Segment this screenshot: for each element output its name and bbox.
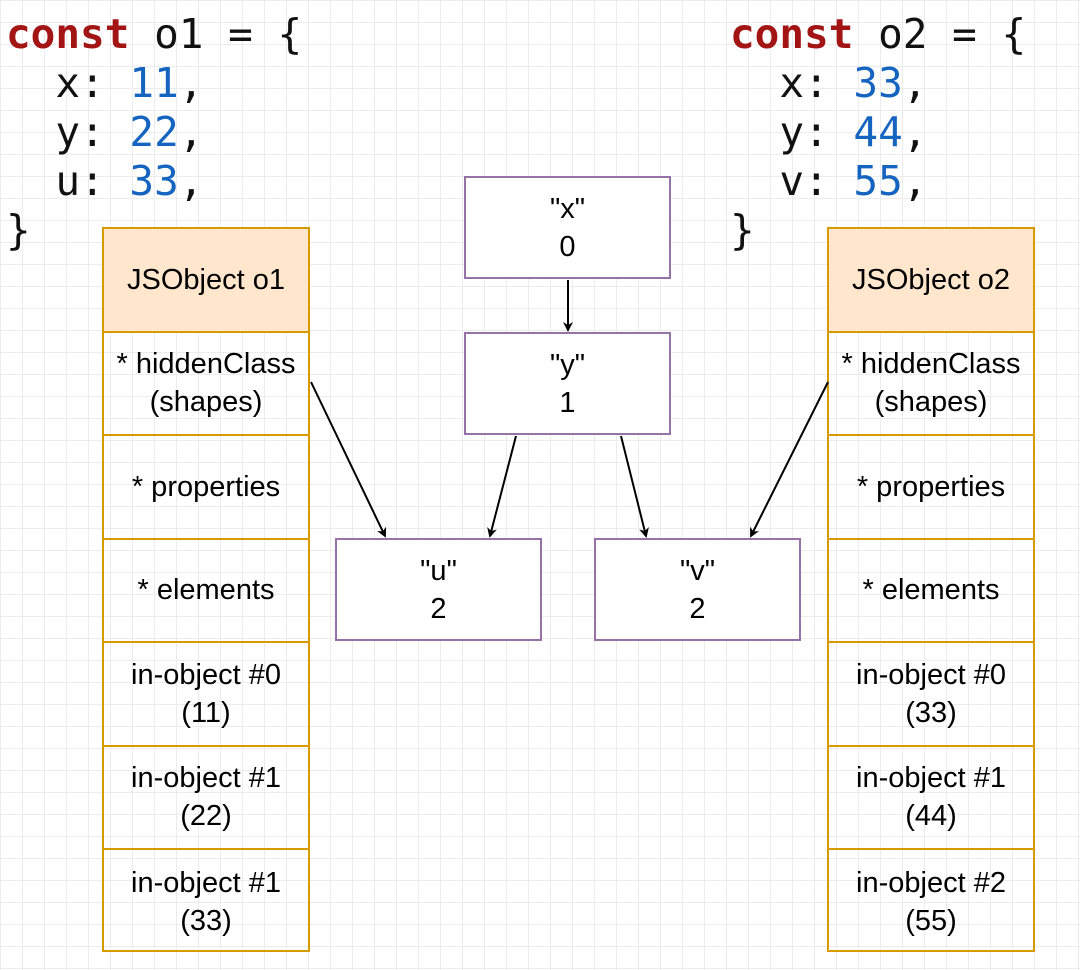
hidden-class-cell: * hiddenClass (shapes) bbox=[829, 333, 1033, 436]
jsobject-o2: JSObject o2 * hiddenClass (shapes) * prop… bbox=[827, 227, 1035, 952]
elements-cell: * elements bbox=[104, 540, 308, 643]
properties-cell: * properties bbox=[829, 436, 1033, 540]
hidden-class-cell: * hiddenClass (shapes) bbox=[104, 333, 308, 436]
code-number: 33 bbox=[129, 157, 179, 205]
in-object-slot: in-object #1 (44) bbox=[829, 747, 1033, 850]
slot-value: (44) bbox=[905, 800, 957, 833]
arrow-o2-hiddenclass-to-v bbox=[750, 381, 829, 538]
slot-value: (22) bbox=[180, 800, 232, 833]
code-number: 44 bbox=[853, 108, 903, 156]
code-line: x: 33, bbox=[730, 59, 1026, 108]
slot-label: in-object #2 bbox=[856, 866, 1006, 899]
code-keyword: const bbox=[6, 10, 130, 58]
shape-node-y: "y" 1 bbox=[464, 332, 671, 435]
code-line: const o1 = { bbox=[6, 10, 302, 59]
code-number: 55 bbox=[853, 157, 903, 205]
shape-offset: 2 bbox=[430, 592, 447, 625]
code-key: x: bbox=[730, 59, 854, 107]
shape-name: "y" bbox=[549, 348, 586, 381]
code-number: 22 bbox=[129, 108, 179, 156]
in-object-slot: in-object #0 (11) bbox=[104, 643, 308, 747]
code-comma: , bbox=[178, 59, 204, 107]
code-key: u: bbox=[6, 157, 130, 205]
jsobject-o1: JSObject o1 * hiddenClass (shapes) * prop… bbox=[102, 227, 310, 952]
jsobject-title: JSObject o2 bbox=[852, 263, 1010, 296]
arrow-o1-hiddenclass-to-u bbox=[310, 381, 387, 538]
in-object-slot: in-object #0 (33) bbox=[829, 643, 1033, 747]
elements-cell: * elements bbox=[829, 540, 1033, 643]
code-number: 33 bbox=[853, 59, 903, 107]
elements-label: * elements bbox=[137, 574, 275, 607]
shape-name: "v" bbox=[679, 554, 716, 587]
code-key: y: bbox=[6, 108, 130, 156]
slot-label: in-object #1 bbox=[131, 762, 281, 795]
code-o2: const o2 = { x: 33, y: 44, v: 55,} bbox=[730, 10, 1026, 255]
slot-label: in-object #0 bbox=[856, 658, 1006, 691]
code-comma: , bbox=[902, 157, 928, 205]
jsobject-title: JSObject o1 bbox=[127, 263, 285, 296]
shape-node-v: "v" 2 bbox=[594, 538, 801, 641]
code-line: } bbox=[6, 206, 302, 255]
properties-label: * properties bbox=[856, 470, 1006, 503]
in-object-slot: in-object #1 (33) bbox=[104, 850, 308, 954]
arrow-y-to-u bbox=[487, 435, 517, 538]
hidden-class-sub: (shapes) bbox=[149, 386, 263, 419]
arrow-y-to-v bbox=[620, 435, 649, 538]
slot-value: (33) bbox=[180, 904, 232, 937]
code-line: } bbox=[730, 206, 1026, 255]
code-comma: , bbox=[178, 157, 204, 205]
shape-name: "x" bbox=[549, 192, 586, 225]
slot-value: (33) bbox=[905, 696, 957, 729]
code-close-brace: } bbox=[6, 206, 31, 254]
slot-label: in-object #0 bbox=[131, 658, 281, 691]
code-o1: const o1 = { x: 11, y: 22, u: 33,} bbox=[6, 10, 302, 255]
jsobject-o1-header: JSObject o1 bbox=[104, 229, 308, 333]
in-object-slot: in-object #2 (55) bbox=[829, 850, 1033, 954]
code-line: y: 44, bbox=[730, 108, 1026, 157]
code-key: x: bbox=[6, 59, 130, 107]
slot-value: (11) bbox=[181, 696, 231, 729]
properties-cell: * properties bbox=[104, 436, 308, 540]
shape-name: "u" bbox=[420, 554, 457, 587]
code-declaration: o1 = { bbox=[129, 10, 303, 58]
code-comma: , bbox=[902, 108, 928, 156]
slot-label: in-object #1 bbox=[856, 762, 1006, 795]
slot-value: (55) bbox=[905, 904, 957, 937]
code-key: v: bbox=[730, 157, 854, 205]
code-comma: , bbox=[902, 59, 928, 107]
code-keyword: const bbox=[730, 10, 854, 58]
code-line: const o2 = { bbox=[730, 10, 1026, 59]
code-comma: , bbox=[178, 108, 204, 156]
code-line: u: 33, bbox=[6, 157, 302, 206]
shape-offset: 1 bbox=[559, 386, 576, 419]
shape-offset: 2 bbox=[689, 592, 706, 625]
code-declaration: o2 = { bbox=[853, 10, 1027, 58]
shape-offset: 0 bbox=[559, 230, 576, 263]
code-close-brace: } bbox=[730, 206, 755, 254]
elements-label: * elements bbox=[862, 574, 1000, 607]
in-object-slot: in-object #1 (22) bbox=[104, 747, 308, 850]
code-key: y: bbox=[730, 108, 854, 156]
code-line: y: 22, bbox=[6, 108, 302, 157]
jsobject-o2-header: JSObject o2 bbox=[829, 229, 1033, 333]
properties-label: * properties bbox=[131, 470, 281, 503]
code-number: 11 bbox=[129, 59, 179, 107]
slot-label: in-object #1 bbox=[131, 866, 281, 899]
hidden-class-label: * hiddenClass bbox=[116, 348, 296, 381]
hidden-class-label: * hiddenClass bbox=[841, 348, 1021, 381]
shape-node-u: "u" 2 bbox=[335, 538, 542, 641]
hidden-class-sub: (shapes) bbox=[874, 386, 988, 419]
shape-node-x: "x" 0 bbox=[464, 176, 671, 279]
code-line: v: 55, bbox=[730, 157, 1026, 206]
code-line: x: 11, bbox=[6, 59, 302, 108]
